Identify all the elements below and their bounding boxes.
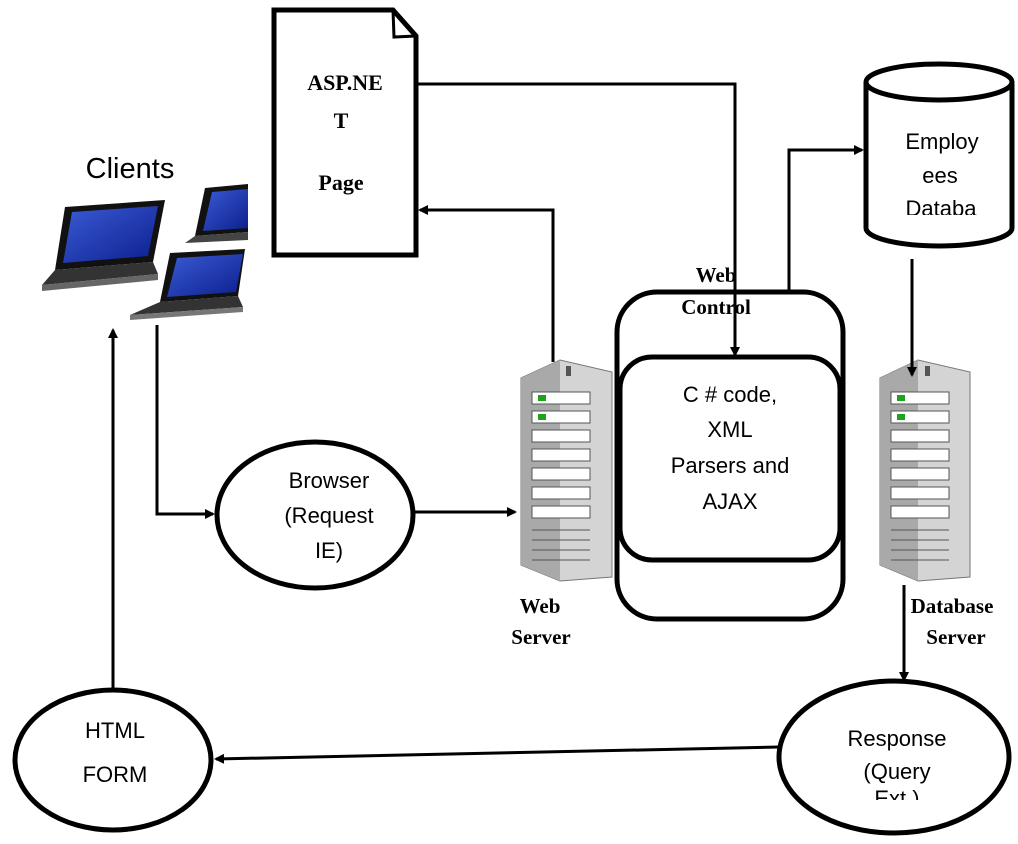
browser-ellipse — [214, 439, 416, 591]
web-server-line2: Server — [511, 625, 570, 649]
html-form-line2: FORM — [83, 762, 148, 787]
laptop-icon — [42, 200, 165, 291]
asp-page-line1: ASP.NE — [307, 70, 383, 95]
browser-line1: Browser — [289, 468, 370, 493]
laptop-icon — [130, 249, 245, 320]
browser-line2: (Request — [284, 503, 373, 528]
asp-page-line3: Page — [318, 170, 363, 195]
web-server-line1: Web — [520, 594, 561, 618]
code-box — [617, 354, 843, 563]
db-line3: Databa — [906, 196, 978, 221]
html-form-line1: HTML — [85, 718, 145, 743]
code-line3: Parsers and — [671, 453, 790, 478]
arrow-client-to-browser — [155, 325, 215, 519]
web-control-line2: Control — [681, 295, 751, 319]
code-line4: AJAX — [702, 489, 757, 514]
code-line2: XML — [707, 417, 752, 442]
web-control-line1: Web — [696, 263, 737, 287]
arrow-control-to-db — [787, 145, 864, 292]
db-server-line1: Database — [911, 594, 994, 618]
db-line2: ees — [922, 163, 957, 188]
clients-label: Clients — [86, 153, 175, 185]
arrow-webserver-to-asp — [418, 205, 555, 362]
arrow-response-to-form — [214, 745, 780, 764]
response-line3: Ext.) — [874, 786, 919, 811]
html-form-ellipse — [12, 687, 214, 833]
code-line1: C # code, — [683, 382, 777, 407]
employees-database: Employ ees Databa — [863, 61, 1015, 249]
web-server-icon — [520, 359, 613, 582]
response-ellipse — [776, 678, 1012, 836]
response-line2: (Query — [863, 759, 930, 784]
asp-page-line2: T — [334, 108, 349, 133]
db-server-line2: Server — [926, 625, 985, 649]
arrow-asp-to-code — [418, 82, 740, 357]
database-server-icon — [879, 359, 971, 582]
asp-net-page: ASP.NE T Page — [271, 7, 419, 258]
laptop-icon — [185, 184, 248, 243]
db-line1: Employ — [905, 129, 978, 154]
response-line1: Response — [847, 726, 946, 751]
browser-line3: IE) — [315, 538, 343, 563]
